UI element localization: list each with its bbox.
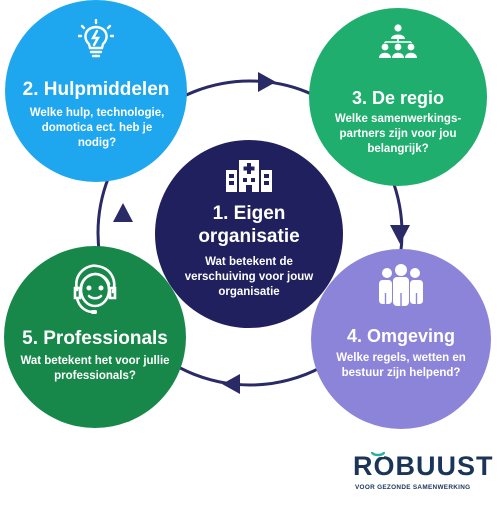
- arrow-left: [113, 203, 133, 222]
- arrow-top: [258, 72, 276, 92]
- hulpmiddelen-title: 2. Hulpmiddelen: [22, 79, 170, 100]
- circle-hulpmiddelen: 2. Hulpmiddelen Welke hulp, technologie,…: [5, 0, 187, 182]
- network-people-icon: [379, 24, 417, 58]
- circle-professionals: 5. Professionals Wat betekent het voor j…: [4, 246, 186, 428]
- omgeving-text: Welke regels, wetten en bestuur zijn hel…: [336, 352, 466, 379]
- circle-omgeving: 4. Omgeving Welke regels, wetten en best…: [311, 249, 491, 429]
- arrow-bottom: [222, 374, 240, 394]
- logo-tagline: VOOR GEZONDE SAMENWERKING: [355, 484, 471, 491]
- eigen-text: Wat betekent de verschuiving voor jouw o…: [184, 256, 314, 298]
- logo-accent-mark: [371, 451, 385, 457]
- arrow-right: [390, 225, 410, 244]
- regio-text: Welke samenwerkings-partners zijn voor j…: [334, 113, 462, 155]
- lightbulb-icon: [78, 19, 114, 58]
- eigen-title: 1. Eigen organisatie: [198, 203, 300, 247]
- circle-eigen-organisatie: 1. Eigen organisatie Wat betekent de ver…: [155, 140, 343, 328]
- omgeving-title: 4. Omgeving: [346, 326, 456, 346]
- robuust-logo: ROBUUST VOOR GEZONDE SAMENWERKING: [347, 451, 497, 501]
- group-people-icon: [379, 264, 423, 306]
- regio-title: 3. De regio: [351, 88, 445, 108]
- headset-person-icon: [73, 264, 117, 314]
- circle-regio: 3. De regio Welke samenwerkings-partners…: [309, 8, 487, 186]
- professionals-title: 5. Professionals: [22, 328, 168, 349]
- hospital-building-icon: [226, 160, 272, 192]
- hulpmiddelen-text: Welke hulp, technologie, domotica ect. h…: [29, 107, 165, 149]
- professionals-text: Wat betekent het voor jullie professiona…: [20, 355, 170, 382]
